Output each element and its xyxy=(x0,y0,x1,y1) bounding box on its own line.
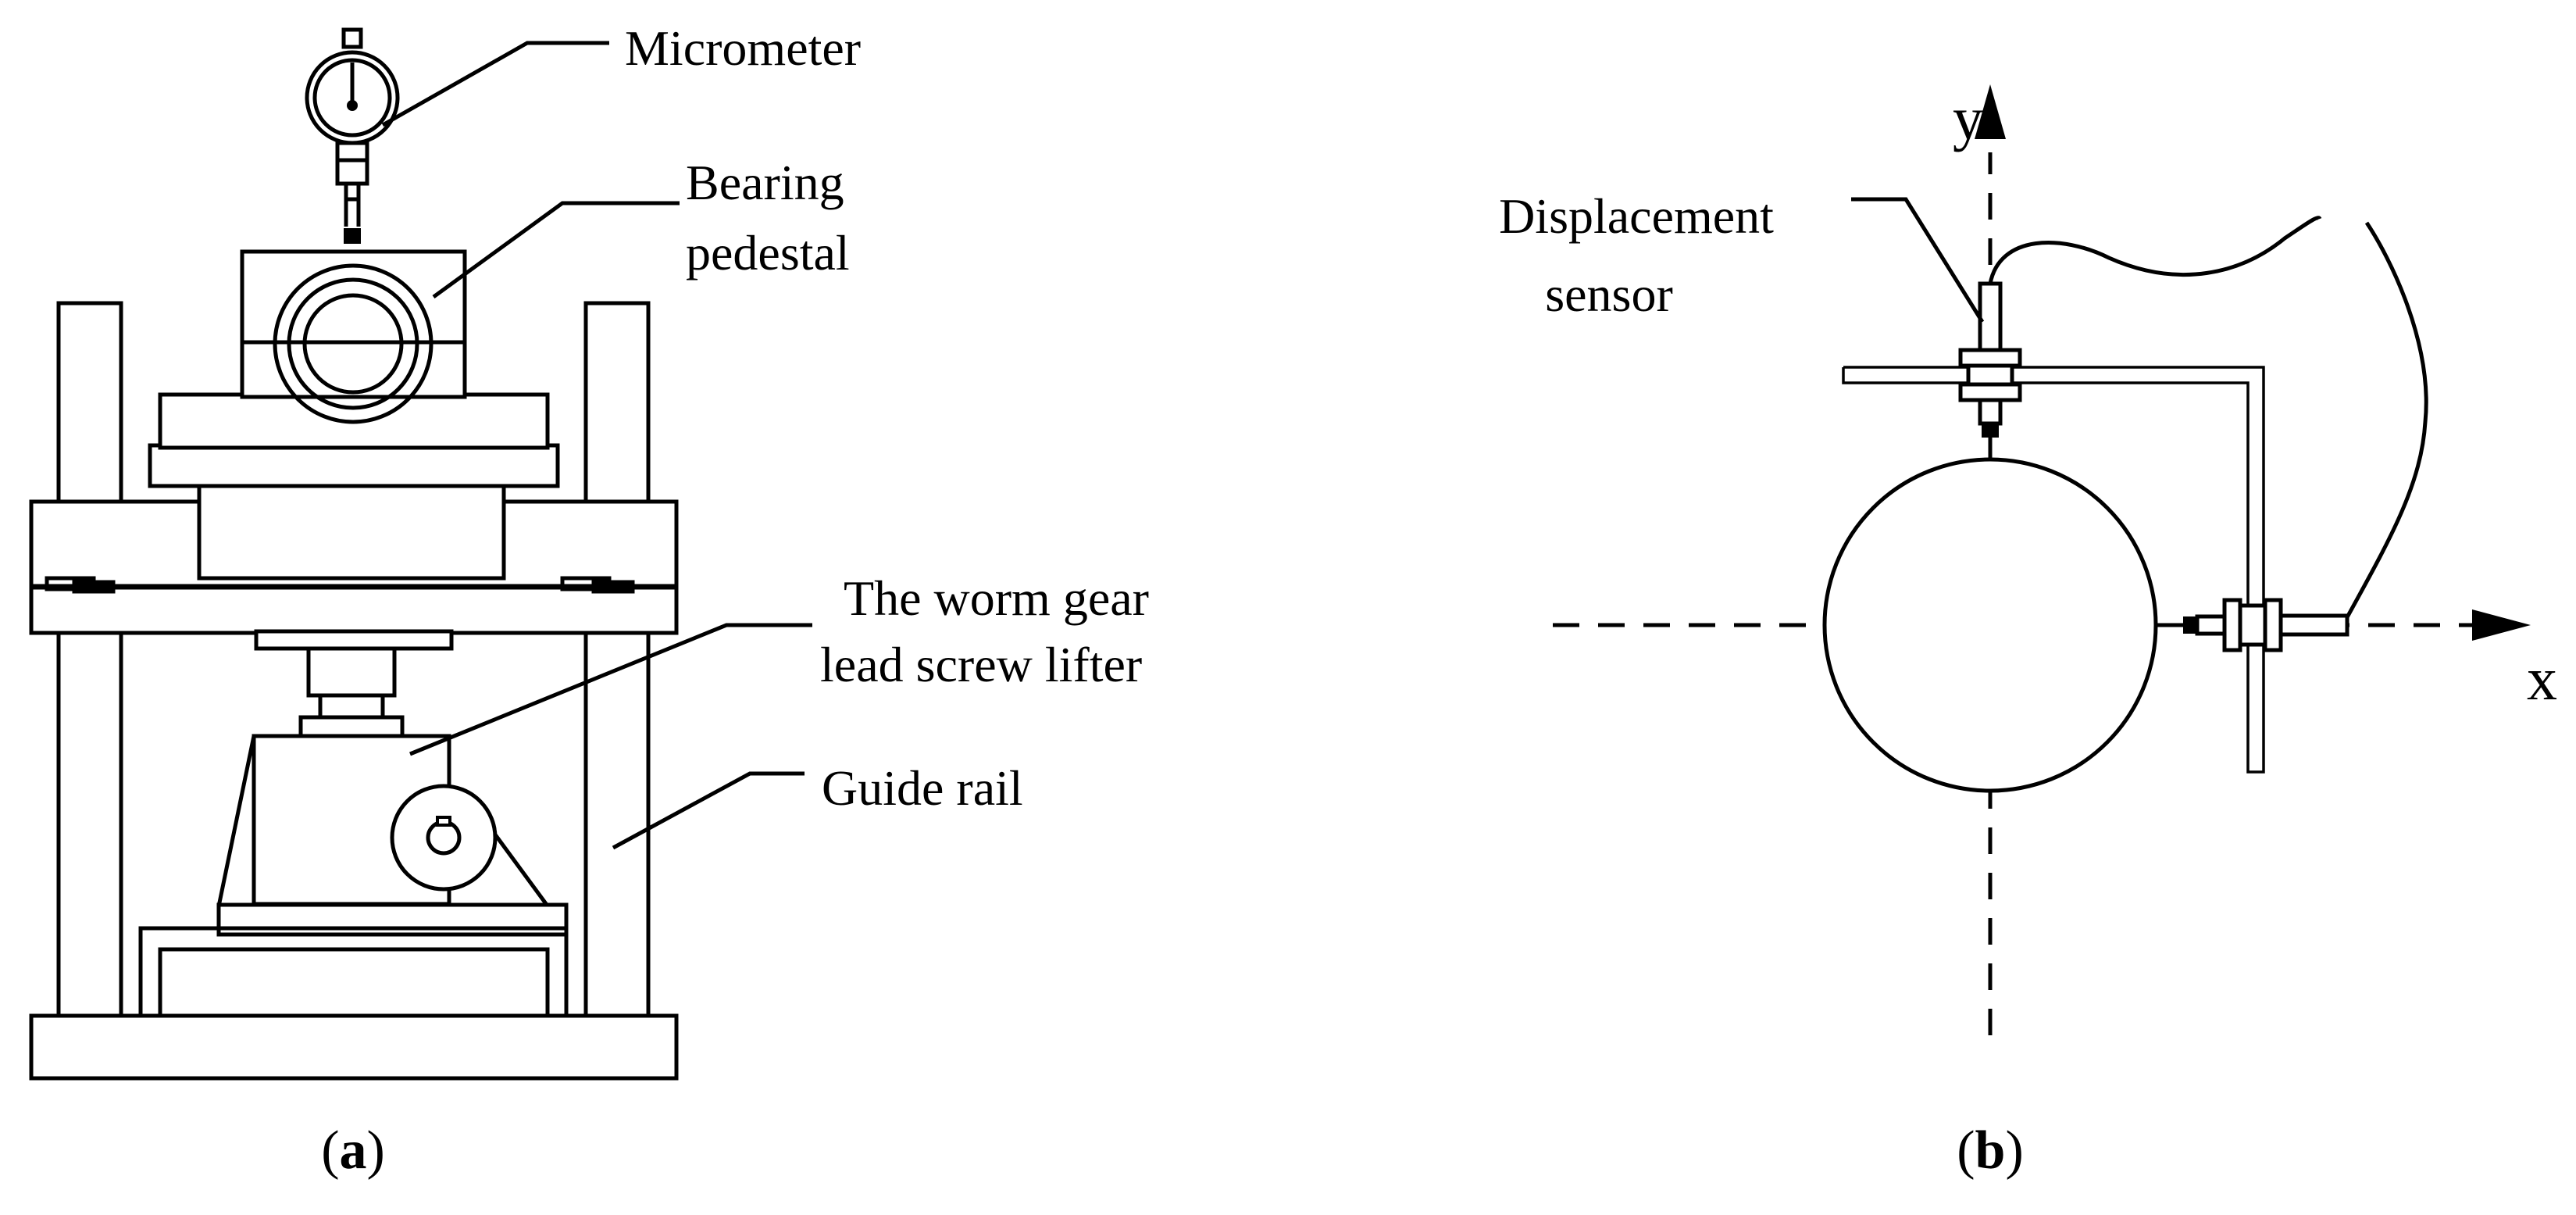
y-axis-arrow xyxy=(1975,84,2006,139)
bearing-pedestal-label-line2: pedestal xyxy=(686,225,850,281)
bearing-pedestal-label-line1: Bearing xyxy=(686,155,844,210)
micrometer-gauge xyxy=(305,27,400,244)
x-axis-arrow xyxy=(2472,609,2531,641)
lifter-label-line2: lead screw lifter xyxy=(820,637,1142,692)
y-axis-label: y xyxy=(1953,84,1983,152)
shaft-circle xyxy=(1822,457,2158,793)
caption-b: (b) xyxy=(1957,1120,2024,1181)
figure-b-sensor-layout: y x xyxy=(1499,84,2557,1181)
guide-rail-label: Guide rail xyxy=(822,760,1023,816)
caption-a: (a) xyxy=(321,1120,385,1181)
lead-screw-column xyxy=(254,629,454,738)
base-plate xyxy=(29,1013,679,1081)
displacement-sensor-label-line2: sensor xyxy=(1545,266,1673,322)
vertical-sensor-cable xyxy=(1988,216,2322,284)
figure-a-rig: Micrometer Bearing pedestal The worm gea… xyxy=(29,20,1149,1181)
worm-gear-lifter xyxy=(216,734,569,937)
bearing-pedestal xyxy=(240,249,467,424)
horizontal-sensor-cable xyxy=(2345,221,2428,619)
lifter-base xyxy=(138,926,569,1018)
horizontal-displacement-sensor xyxy=(2157,598,2349,652)
guide-rail-posts xyxy=(56,301,651,1018)
micrometer-label: Micrometer xyxy=(625,20,861,76)
sensor-label-leader xyxy=(1851,197,1985,323)
figure-a-leaders xyxy=(381,41,812,850)
x-axis-label: x xyxy=(2527,645,2557,713)
lifter-label-line1: The worm gear xyxy=(844,570,1149,626)
sensor-bracket xyxy=(1842,366,2265,774)
vertical-displacement-sensor xyxy=(1958,281,2022,459)
displacement-sensor-label-line1: Displacement xyxy=(1499,188,1774,244)
